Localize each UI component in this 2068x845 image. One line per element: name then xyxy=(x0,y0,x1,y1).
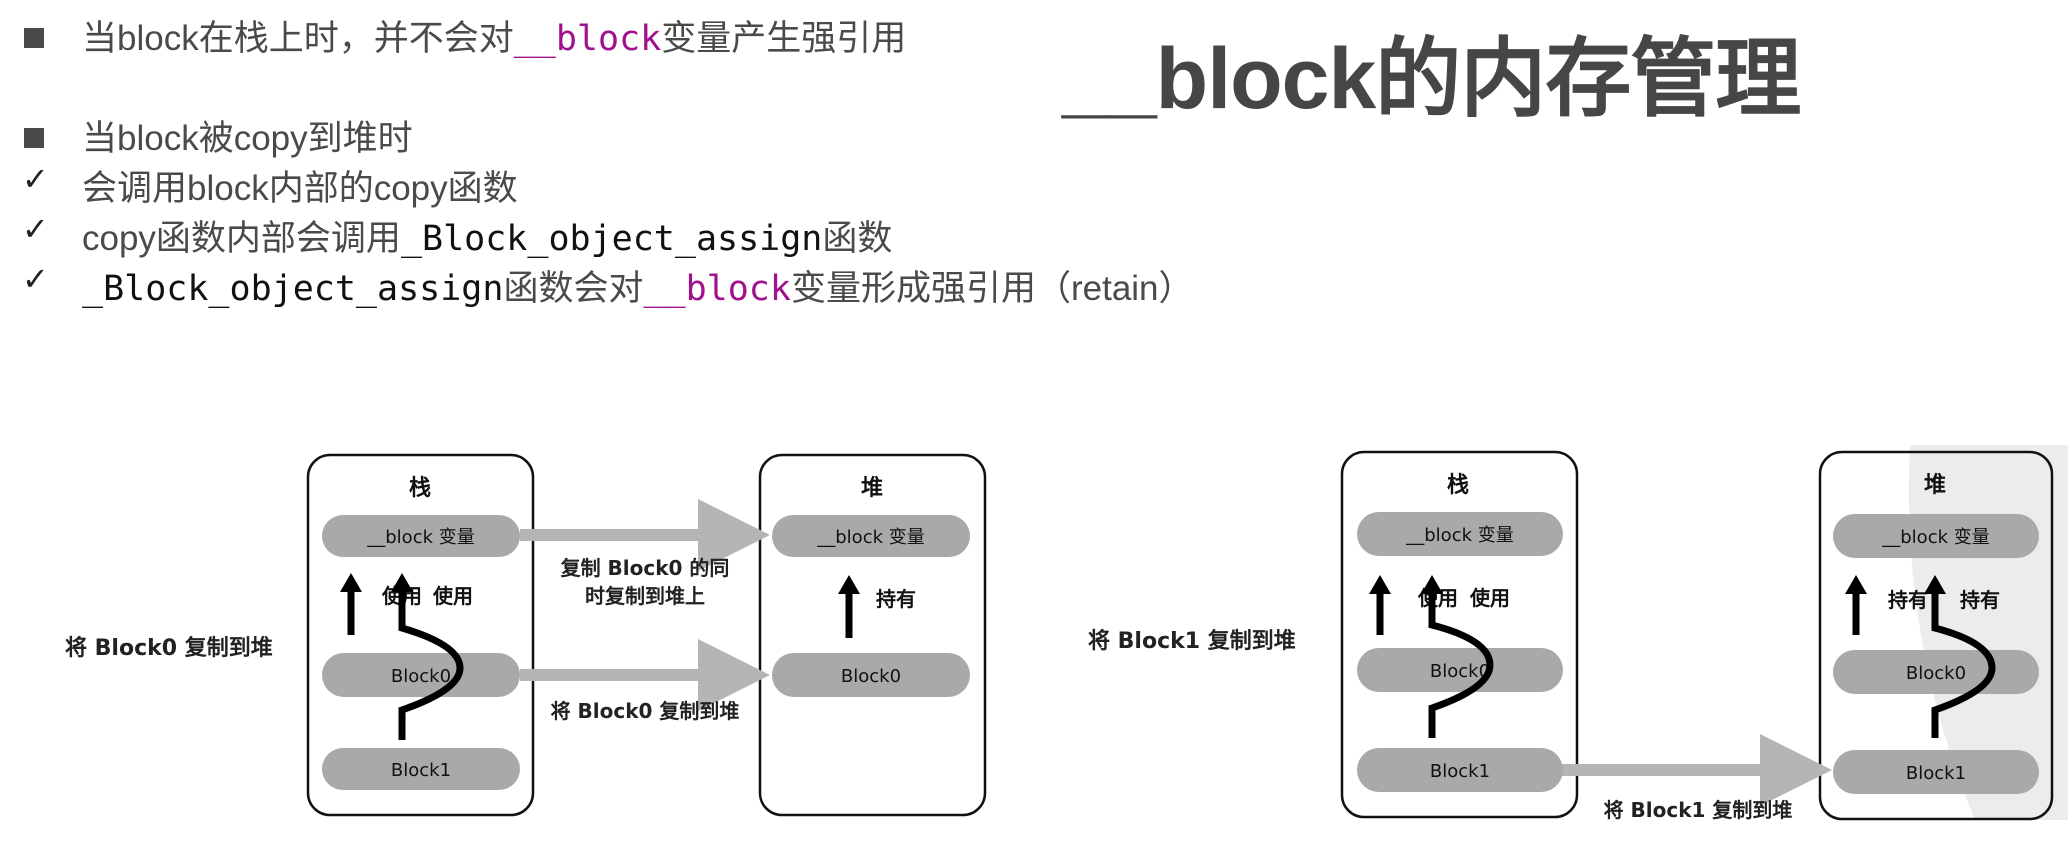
pill-block-variable xyxy=(322,515,520,557)
pill-block1 xyxy=(322,748,520,790)
text-segment: copy函数内部会调用 xyxy=(82,219,401,258)
side-label: 将 Block1 复制到堆 xyxy=(1088,628,1296,654)
arrow-up-icon xyxy=(340,573,362,635)
pill-label: __block 变量 xyxy=(366,527,474,548)
function-name: _Block_object_assign xyxy=(400,219,823,259)
arrow-label: 持有 xyxy=(876,587,916,611)
pill-label: Block0 xyxy=(391,666,451,687)
pill-block0 xyxy=(1357,648,1563,692)
arrow-label: 持有 xyxy=(1888,588,1928,612)
pill-block1 xyxy=(1357,748,1563,792)
text-segment: 函数会对 xyxy=(503,269,644,308)
keyword-block: __block xyxy=(513,19,662,59)
pill-block-variable xyxy=(772,515,970,557)
pill-block0 xyxy=(772,653,970,697)
pill-label: __block 变量 xyxy=(1405,525,1513,546)
function-name: _Block_object_assign xyxy=(82,269,504,309)
pill-label: __block 变量 xyxy=(816,527,924,548)
transfer-label: 时复制到堆上 xyxy=(585,584,705,608)
diagram-copy-block0: 将 Block0 复制到堆 栈 堆 __block 变量 Block0 Bloc… xyxy=(50,440,1000,845)
text-segment: 变量产生强引用 xyxy=(661,19,907,58)
check-icon: ✓ xyxy=(22,161,49,197)
bullet-text: 会调用block内部的copy函数 xyxy=(82,169,518,208)
transfer-label: 将 Block1 复制到堆 xyxy=(1604,798,1793,822)
bullet-text: copy函数内部会调用_Block_object_assign函数 xyxy=(82,210,892,261)
pill-label: Block0 xyxy=(841,666,901,687)
text-segment: 函数 xyxy=(822,219,893,258)
pill-label: Block1 xyxy=(1430,761,1490,782)
arrow-up-icon xyxy=(838,575,860,638)
diagram-copy-block1: 将 Block1 复制到堆 栈 堆 __block 变量 Block0 Bloc… xyxy=(1080,440,2068,845)
slide-title: __block的内存管理 xyxy=(1062,31,1801,127)
side-label: 将 Block0 复制到堆 xyxy=(65,635,273,661)
bullet-text: 当block在栈上时，并不会对__block变量产生强引用 xyxy=(82,10,906,61)
text-segment: 变量形成强引用（retain） xyxy=(790,269,1194,308)
keyword-block: __block xyxy=(643,269,791,309)
pill-block0 xyxy=(322,653,520,697)
heap-box xyxy=(1818,450,2054,821)
bullet-text: 当block被copy到堆时 xyxy=(82,119,413,158)
pill-label: __block 变量 xyxy=(1881,527,1989,548)
transfer-label: 将 Block0 复制到堆 xyxy=(551,699,740,723)
check-icon: ✓ xyxy=(22,261,49,297)
pill-label: Block1 xyxy=(391,760,451,781)
curved-arrow-icon xyxy=(1421,575,1494,738)
arrow-label: 使用 xyxy=(432,584,473,608)
bullet-text: _Block_object_assign函数会对__block变量形成强引用（r… xyxy=(82,260,1194,311)
heap-title: 堆 xyxy=(1924,473,1946,498)
heap-title: 堆 xyxy=(861,476,883,501)
heap-box xyxy=(758,453,987,817)
pill-block1 xyxy=(1833,750,2039,794)
check-icon: ✓ xyxy=(22,211,49,247)
stack-title: 栈 xyxy=(409,476,431,501)
arrow-label: 使用 xyxy=(1469,586,1510,610)
curved-arrow-icon xyxy=(391,573,464,740)
pill-label: Block0 xyxy=(1430,661,1490,682)
text-segment: 当block在栈上时，并不会对 xyxy=(82,19,514,58)
arrow-up-icon xyxy=(1369,575,1391,635)
pill-label: Block0 xyxy=(1906,663,1966,684)
arrow-label: 持有 xyxy=(1960,588,2000,612)
stack-title: 栈 xyxy=(1447,473,1469,498)
arrow-up-icon xyxy=(1845,575,1867,635)
pill-label: Block1 xyxy=(1906,763,1966,784)
pill-block-variable xyxy=(1833,514,2039,558)
transfer-label: 复制 Block0 的同 xyxy=(560,556,730,580)
curved-arrow-icon xyxy=(1924,575,1996,738)
pill-block-variable xyxy=(1357,512,1563,556)
